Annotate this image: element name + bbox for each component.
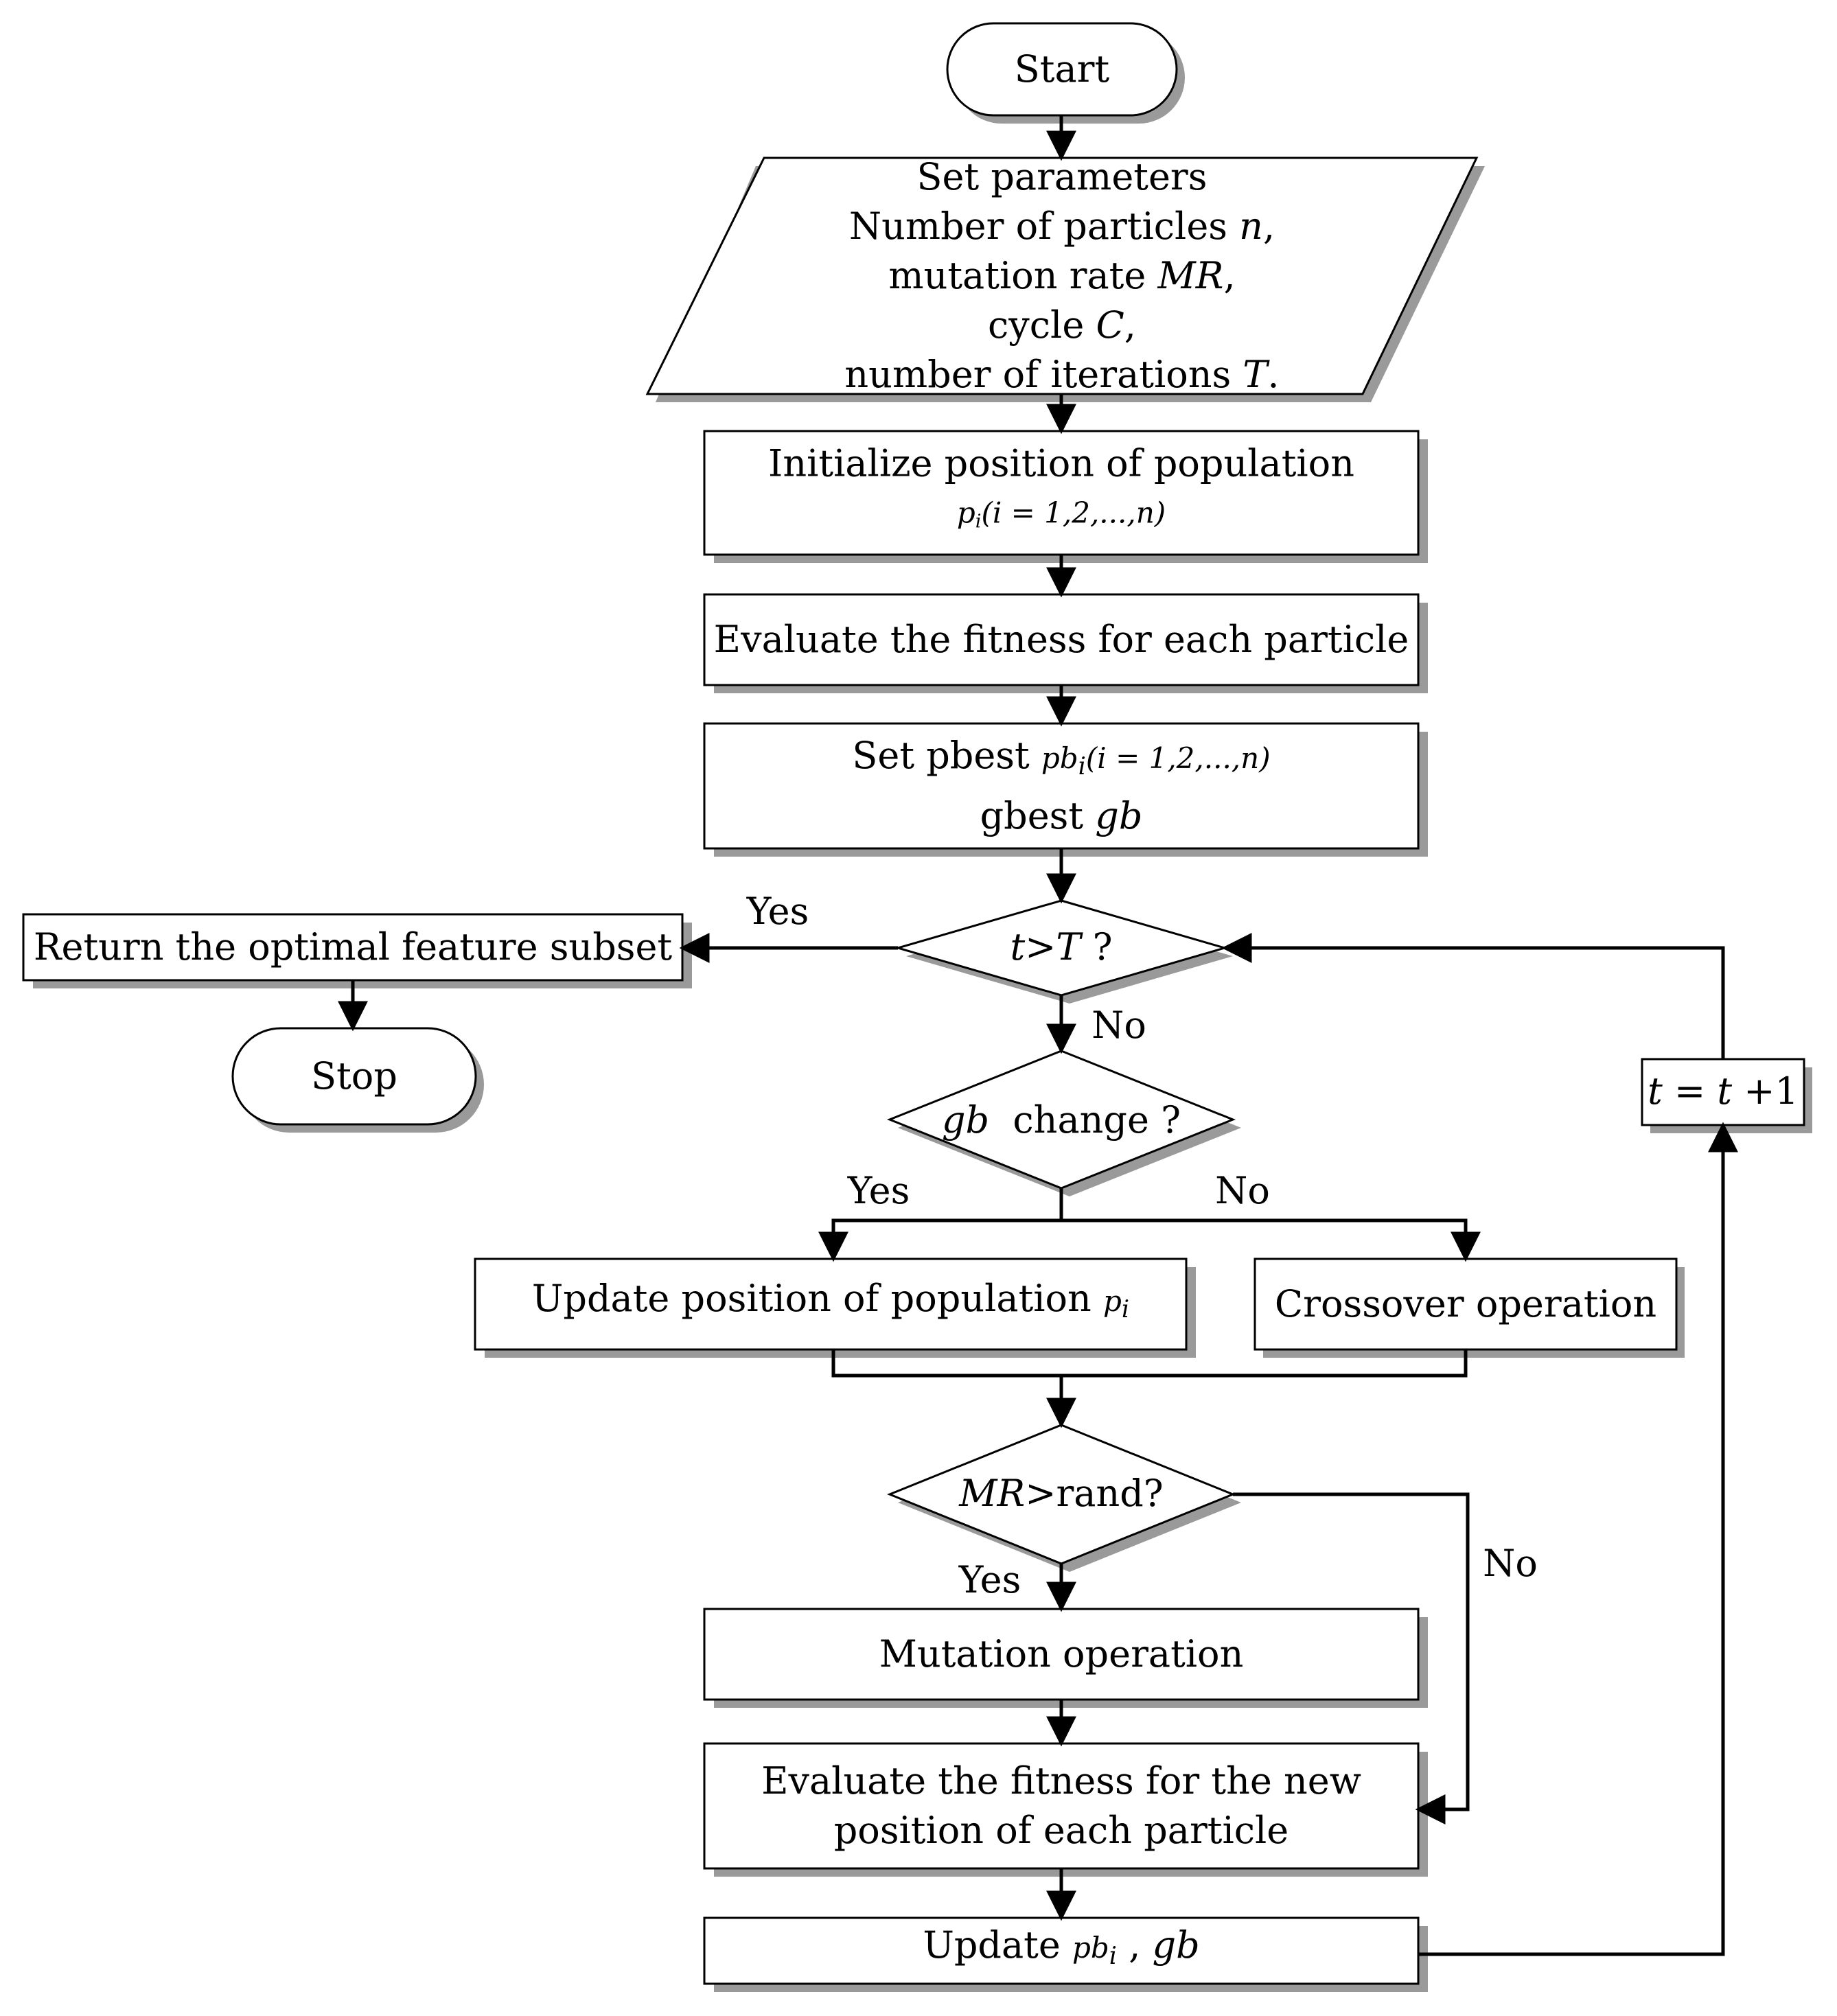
params-line-3: mutation rate MR, xyxy=(888,254,1236,297)
cond-gb-label: gb change ? xyxy=(941,1098,1181,1142)
pbest-line-2: gbest gb xyxy=(980,793,1143,837)
edge-update-incr xyxy=(1418,1122,1738,1956)
edge-label-gb-no: No xyxy=(1215,1169,1270,1212)
edge-label-mr-no: No xyxy=(1483,1542,1538,1585)
pbest-text: Set pbest pbi(i = 1,2,...,n) gbest gb xyxy=(852,731,1270,841)
params-line-2: Number of particles n, xyxy=(848,205,1275,248)
init-text: Initialize position of population pi(i =… xyxy=(768,439,1354,547)
mutation-box xyxy=(703,1608,1420,1701)
return-box xyxy=(22,913,684,982)
params-text: Set parameters Number of particles n, mu… xyxy=(844,152,1279,399)
params-line-1: Set parameters xyxy=(916,155,1208,198)
eval2-line-2: position of each particle xyxy=(833,1809,1289,1852)
eval1-box xyxy=(703,593,1420,686)
edge-label-gb-yes: Yes xyxy=(847,1169,910,1212)
update-best-box xyxy=(703,1916,1420,1985)
shapes xyxy=(22,22,1805,1985)
cond-t-label: t>T ? xyxy=(1010,925,1113,969)
incr-label: t = t +1 xyxy=(1648,1069,1799,1113)
mutation-label: Mutation operation xyxy=(879,1632,1244,1676)
crossover-box xyxy=(1253,1258,1678,1351)
update-pos-box xyxy=(474,1258,1188,1351)
edge-gb-yes xyxy=(818,1188,1063,1262)
start-label: Start xyxy=(1014,47,1110,91)
return-label: Return the optimal feature subset xyxy=(33,925,673,969)
eval1-label: Evaluate the fitness for each particle xyxy=(713,618,1409,661)
params-line-4: cycle C, xyxy=(988,303,1136,347)
init-line-1: Initialize position of population xyxy=(768,441,1354,485)
crossover-label: Crossover operation xyxy=(1274,1282,1657,1325)
update-best-label: Update pbi , gb xyxy=(923,1923,1200,1970)
edge-incr-cond-t xyxy=(1221,933,1725,1059)
connectors xyxy=(338,115,1738,1956)
edge-label-t-yes: Yes xyxy=(746,890,809,933)
edge-label-t-no: No xyxy=(1091,1004,1146,1047)
params-io xyxy=(645,157,1479,395)
edge-gb-no xyxy=(1061,1218,1481,1262)
init-box xyxy=(703,430,1420,556)
eval2-line-1: Evaluate the fitness for the new xyxy=(761,1759,1361,1803)
init-line-2: pi(i = 1,2,...,n) xyxy=(956,496,1166,533)
edge-label-mr-yes: Yes xyxy=(958,1558,1021,1601)
params-line-5: number of iterations T. xyxy=(844,353,1280,396)
incr-box xyxy=(1641,1058,1805,1126)
eval2-box xyxy=(703,1742,1420,1870)
pbest-line-1: Set pbest pbi(i = 1,2,...,n) xyxy=(852,734,1271,780)
edge-merge xyxy=(831,1349,1468,1378)
update-pos-label: Update position of population pi xyxy=(531,1277,1130,1323)
pbest-box xyxy=(703,722,1420,850)
stop-label: Stop xyxy=(311,1054,397,1098)
edge-mr-no xyxy=(1233,1492,1470,1824)
cond-mr-label: MR>rand? xyxy=(959,1472,1164,1515)
eval2-text: Evaluate the fitness for the new positio… xyxy=(761,1757,1361,1855)
